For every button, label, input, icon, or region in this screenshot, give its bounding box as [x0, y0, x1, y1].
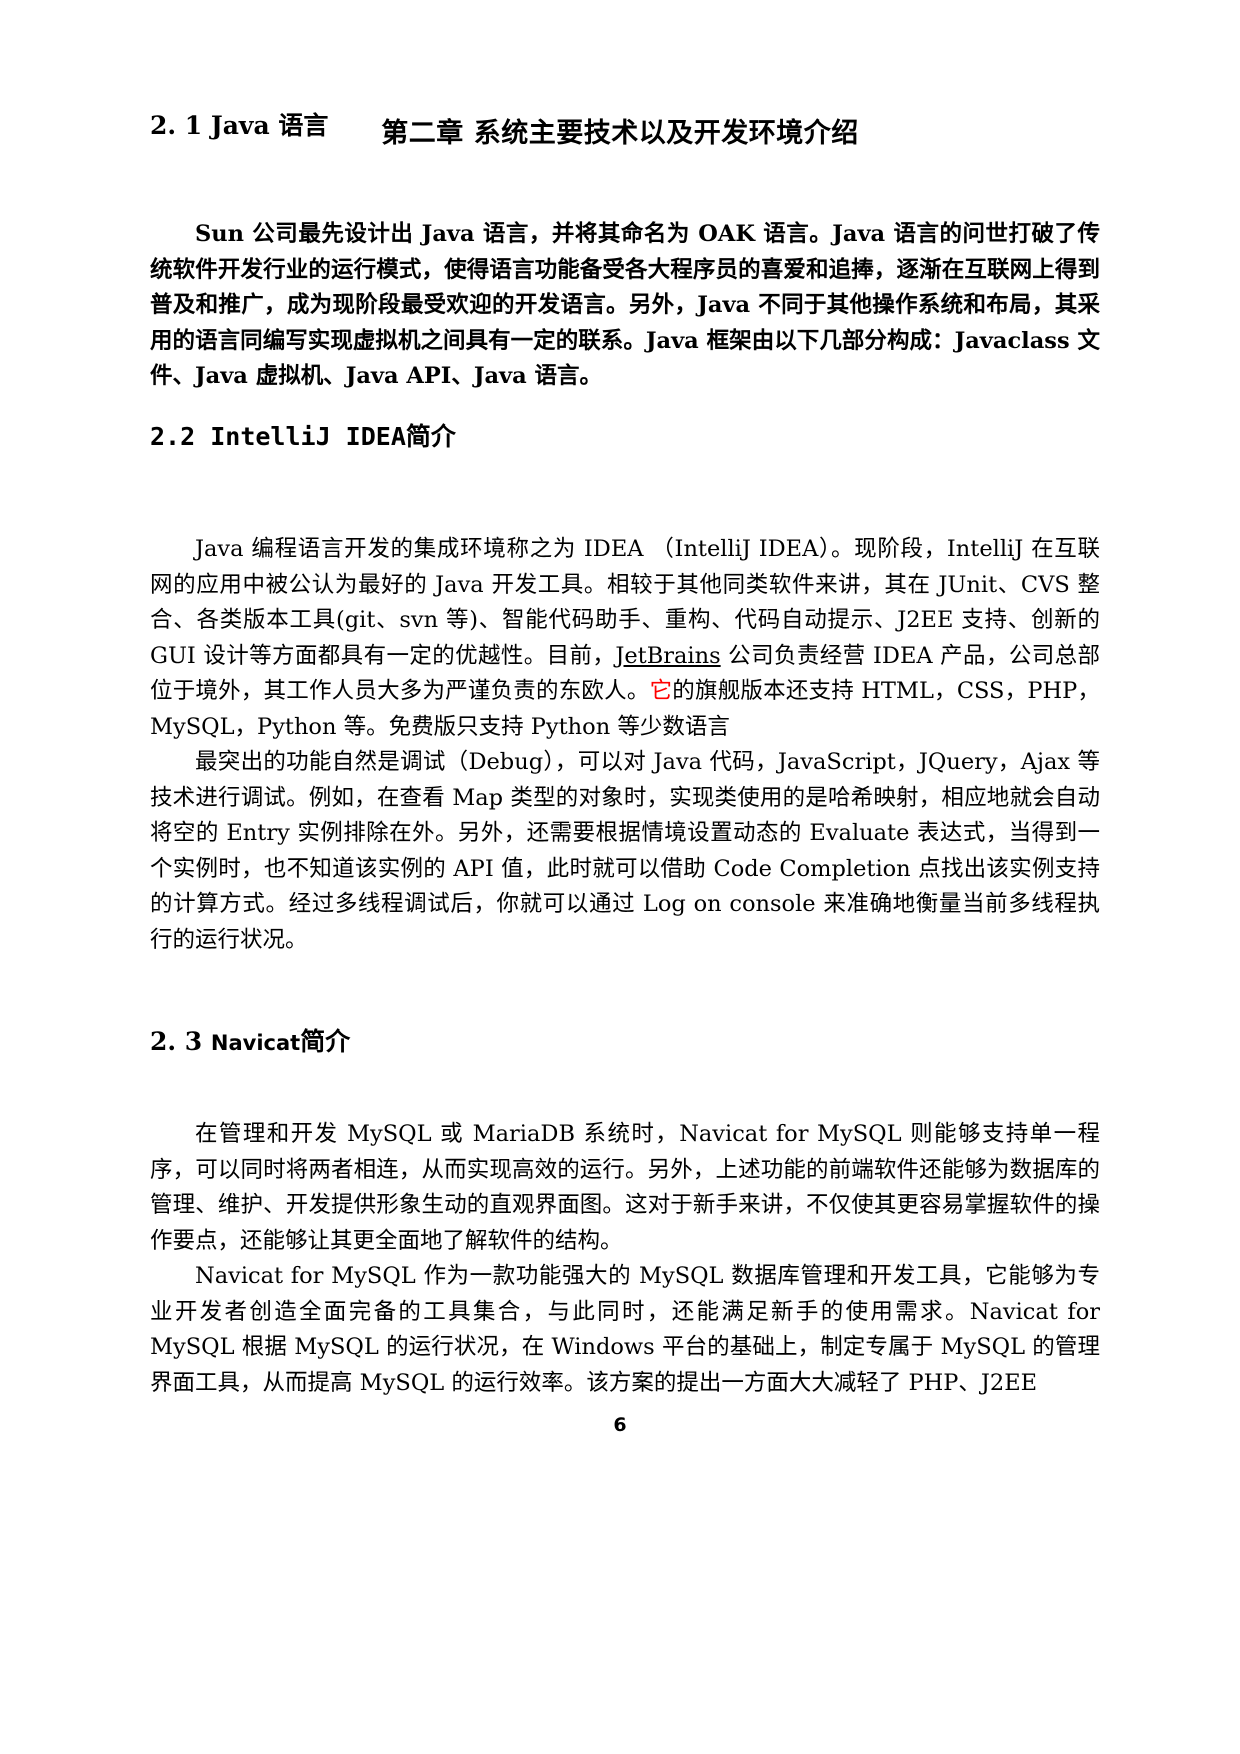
paragraph-2-3-2: Navicat for MySQL 作为一款功能强大的 MySQL 数据库管理和…: [150, 1263, 1100, 1396]
heading-2-2-latin: IntelliJ IDEA: [210, 421, 406, 451]
heading-section-2-2: 2.2 IntelliJ IDEA简介: [150, 421, 1100, 452]
heading-2-2-cjk: 简介: [405, 421, 456, 451]
heading-2-2-number: 2.2: [150, 421, 211, 451]
heading-section-2-3: 2. 3 Navicat简介: [150, 1026, 1100, 1057]
document-body: 2. 1 Java 语言 Sun 公司最先设计出 Java 语言，并将其命名为 …: [150, 0, 1100, 1401]
heading-2-3-number: 2. 3: [150, 1027, 211, 1056]
paragraph-2-2-1: Java 编程语言开发的集成环境称之为 IDEA （IntelliJ IDEA）…: [150, 532, 1100, 745]
heading-2-1-latin: Java: [210, 111, 279, 140]
paragraph-2-3-1: 在管理和开发 MySQL 或 MariaDB 系统时，Navicat for M…: [150, 1121, 1100, 1254]
paragraph-2-2-1-part3: 的旗舰版本还支持 HTML，CSS，PHP，MySQL，Python 等。免费版…: [150, 678, 1100, 740]
paragraph-2-1-1: Sun 公司最先设计出 Java 语言，并将其命名为 OAK 语言。Java 语…: [150, 221, 1100, 390]
paragraph-2-2-1-part1: Java 编程语言开发的集成环境称之为 IDEA （IntelliJ IDEA）…: [150, 536, 1100, 669]
paragraph-2-2-1-part2: 公司负责经营 IDEA 产品，公司总部位于境外，其工作人员大多为严谨负责的东欧人…: [150, 642, 1100, 705]
heading-2-3-cjk: 简介: [300, 1027, 351, 1056]
heading-2-3-latin: Navicat: [210, 1031, 301, 1055]
heading-2-1-cjk: 语言: [278, 111, 329, 140]
heading-2-1-number: 2. 1: [150, 111, 211, 140]
heading-section-2-1: 2. 1 Java 语言: [150, 110, 1100, 141]
highlighted-character: 它: [649, 678, 673, 704]
page-number: 6: [613, 1414, 627, 1436]
jetbrains-link[interactable]: JetBrains: [615, 642, 721, 669]
paragraph-2-2-2: 最突出的功能自然是调试（Debug），可以对 Java 代码，JavaScrip…: [150, 749, 1100, 953]
page-title: 第二章 系统主要技术以及开发环境介绍: [381, 118, 859, 149]
